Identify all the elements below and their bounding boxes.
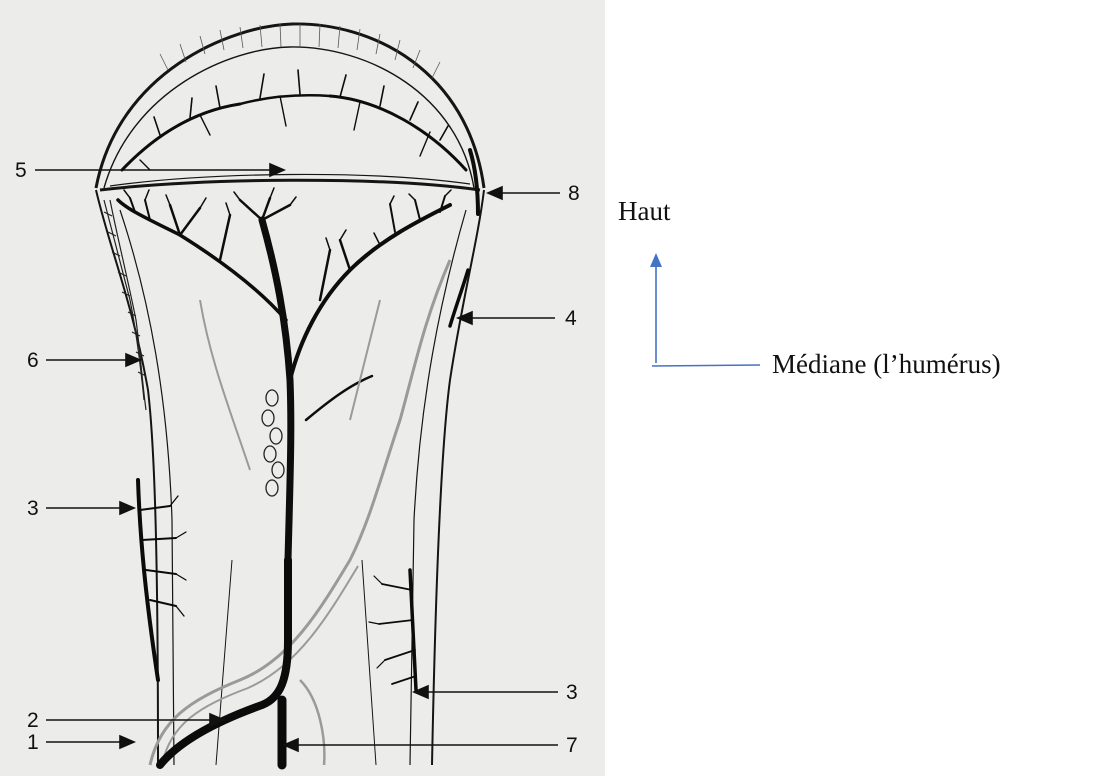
median-line <box>652 365 760 366</box>
label-5: 5 <box>15 159 27 182</box>
label-7: 7 <box>566 734 578 757</box>
figure-background <box>0 0 605 776</box>
up-label: Haut <box>618 196 670 227</box>
label-1: 1 <box>27 731 39 754</box>
median-label: Médiane (l’humérus) <box>772 349 1001 380</box>
label-2: 2 <box>27 709 39 732</box>
label-3-right: 3 <box>566 681 578 704</box>
bone-vascularization-illustration: 5 8 4 6 3 3 2 1 7 <box>0 0 605 776</box>
label-8: 8 <box>568 182 580 205</box>
label-6: 6 <box>27 349 39 372</box>
orientation-arrows <box>640 245 780 375</box>
label-3-left: 3 <box>27 497 39 520</box>
label-4: 4 <box>565 307 577 330</box>
up-arrow-icon <box>650 253 662 267</box>
